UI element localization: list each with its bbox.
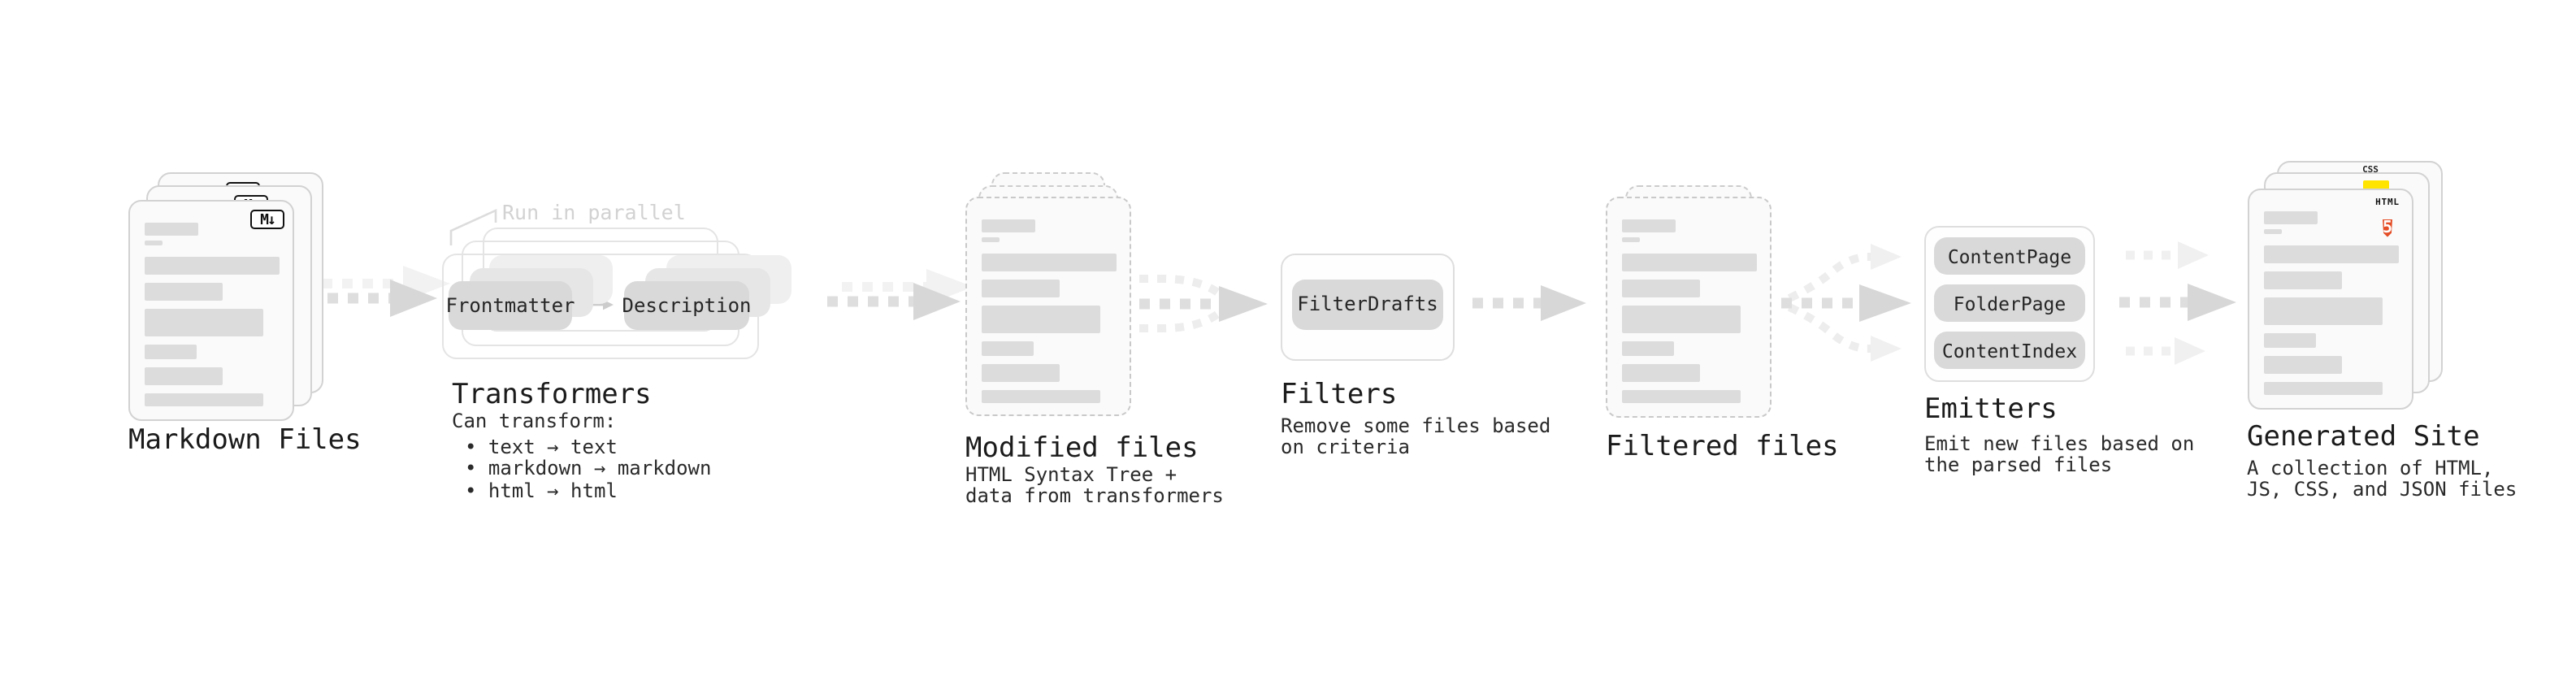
arrow-modified-to-filters-merge <box>1139 275 1268 332</box>
markdown-files-stack: M↓ M↓ M↓ <box>128 171 340 423</box>
folderpage-box: FolderPage <box>1934 284 2085 322</box>
placeholder-bar <box>982 364 1060 382</box>
css-icon: CSS <box>2359 167 2382 176</box>
subtext-line: HTML Syntax Tree + <box>965 463 1177 486</box>
placeholder-bar <box>1621 280 1699 297</box>
text-placeholder-bars <box>1621 219 1784 403</box>
placeholder-bar <box>1621 306 1740 333</box>
placeholder-bar <box>2263 381 2382 395</box>
markdown-file-card: M↓ <box>128 199 294 420</box>
modified-files-label: Modified files <box>965 432 1199 465</box>
html-file-card: HTML 5 <box>2247 188 2413 410</box>
placeholder-bar <box>2263 332 2315 348</box>
transformers-caption: Can transform: • text → text • markdown … <box>452 410 712 502</box>
placeholder-bar <box>2263 355 2341 374</box>
text-placeholder-bars <box>145 222 307 406</box>
generated-site-subtext: A collection of HTML, JS, CSS, and JSON … <box>2247 458 2517 501</box>
placeholder-bar <box>145 367 223 384</box>
placeholder-bar <box>1621 254 1756 271</box>
placeholder-bar <box>982 341 1034 356</box>
subtext-line: the parsed files <box>1924 453 2113 476</box>
placeholder-bar <box>145 222 198 235</box>
placeholder-bar <box>145 344 197 358</box>
filtered-file-card <box>1605 197 1771 418</box>
filters-subtext: Remove some files based on criteria <box>1281 414 1551 459</box>
filters-label: Filters <box>1281 379 1398 411</box>
placeholder-bar <box>982 390 1100 403</box>
run-in-parallel-callout-line <box>449 208 497 245</box>
caption-title: Can transform: <box>452 410 617 432</box>
text-placeholder-bars <box>2263 210 2426 395</box>
subtext-line: JS, CSS, and JSON files <box>2247 478 2517 501</box>
html5-shield: 5 <box>2382 219 2393 237</box>
caption-bullet: • markdown → markdown <box>465 457 712 480</box>
arrow-filters-to-filtered <box>1472 285 1586 321</box>
placeholder-bar <box>982 237 1000 242</box>
modified-files-stack <box>965 172 1144 424</box>
placeholder-bar <box>145 308 263 336</box>
placeholder-bar <box>2263 210 2317 224</box>
placeholder-bar <box>2263 228 2281 234</box>
filters-cluster: FilterDrafts <box>1281 254 1455 361</box>
filtered-files-stack <box>1605 185 1784 429</box>
caption-bullet: • html → html <box>465 479 618 502</box>
html5-icon: HTML 5 <box>2374 198 2401 242</box>
modified-file-card <box>965 197 1131 416</box>
placeholder-bar <box>2263 297 2382 325</box>
emitters-subtext: Emit new files based on the parsed files <box>1924 432 2195 476</box>
transformers-label: Transformers <box>452 379 652 411</box>
placeholder-bar <box>2263 245 2398 263</box>
placeholder-bar <box>1621 219 1675 232</box>
filtered-files-label: Filtered files <box>1606 431 1839 463</box>
frontmatter-box: Frontmatter <box>446 280 575 329</box>
subtext-line: Remove some files based <box>1281 414 1551 437</box>
arrow-emitters-to-generated <box>2119 241 2236 365</box>
placeholder-bar <box>1621 237 1639 242</box>
filterdrafts-box: FilterDrafts <box>1292 279 1443 329</box>
arrow-filtered-to-emitters-fanout <box>1781 244 1911 362</box>
emitters-cluster: ContentPage FolderPage ContentIndex <box>1924 226 2095 382</box>
transformers-cluster: Frontmatter Description <box>442 228 819 359</box>
arrow-transformers-to-modified <box>827 269 974 320</box>
emitters-label: Emitters <box>1924 393 2058 426</box>
subtext-line: A collection of HTML, <box>2247 457 2494 479</box>
arrow-markdown-to-transformers <box>307 266 450 317</box>
generated-site-stack: CSS HTML 5 <box>2247 161 2458 413</box>
subtext-line: data from transformers <box>965 484 1224 508</box>
placeholder-bar <box>982 219 1035 232</box>
placeholder-bar <box>145 256 280 274</box>
subtext-line: Emit new files based on <box>1924 432 2195 454</box>
caption-bullet: • text → text <box>465 436 618 459</box>
placeholder-bar <box>145 240 163 245</box>
css-icon-text: CSS <box>2362 166 2379 176</box>
placeholder-bar <box>145 282 223 300</box>
run-in-parallel-note: Run in parallel <box>502 200 686 224</box>
html5-icon-text: HTML <box>2375 197 2400 208</box>
placeholder-bar <box>1621 364 1699 382</box>
contentpage-box: ContentPage <box>1934 237 2085 275</box>
markdown-icon: M↓ <box>250 209 284 229</box>
placeholder-bar <box>982 306 1100 333</box>
placeholder-bar <box>982 280 1060 297</box>
placeholder-bar <box>145 393 263 406</box>
placeholder-bar <box>1621 390 1740 403</box>
generated-site-label: Generated Site <box>2247 421 2480 453</box>
placeholder-bar <box>982 254 1117 271</box>
subtext-line: on criteria <box>1281 436 1410 459</box>
contentindex-box: ContentIndex <box>1934 332 2085 369</box>
description-box: Description <box>622 280 752 329</box>
text-placeholder-bars <box>982 219 1144 403</box>
markdown-files-label: Markdown Files <box>128 424 362 457</box>
placeholder-bar <box>2263 271 2341 289</box>
modified-files-subtext: HTML Syntax Tree + data from transformer… <box>965 463 1224 508</box>
placeholder-bar <box>1621 341 1673 356</box>
